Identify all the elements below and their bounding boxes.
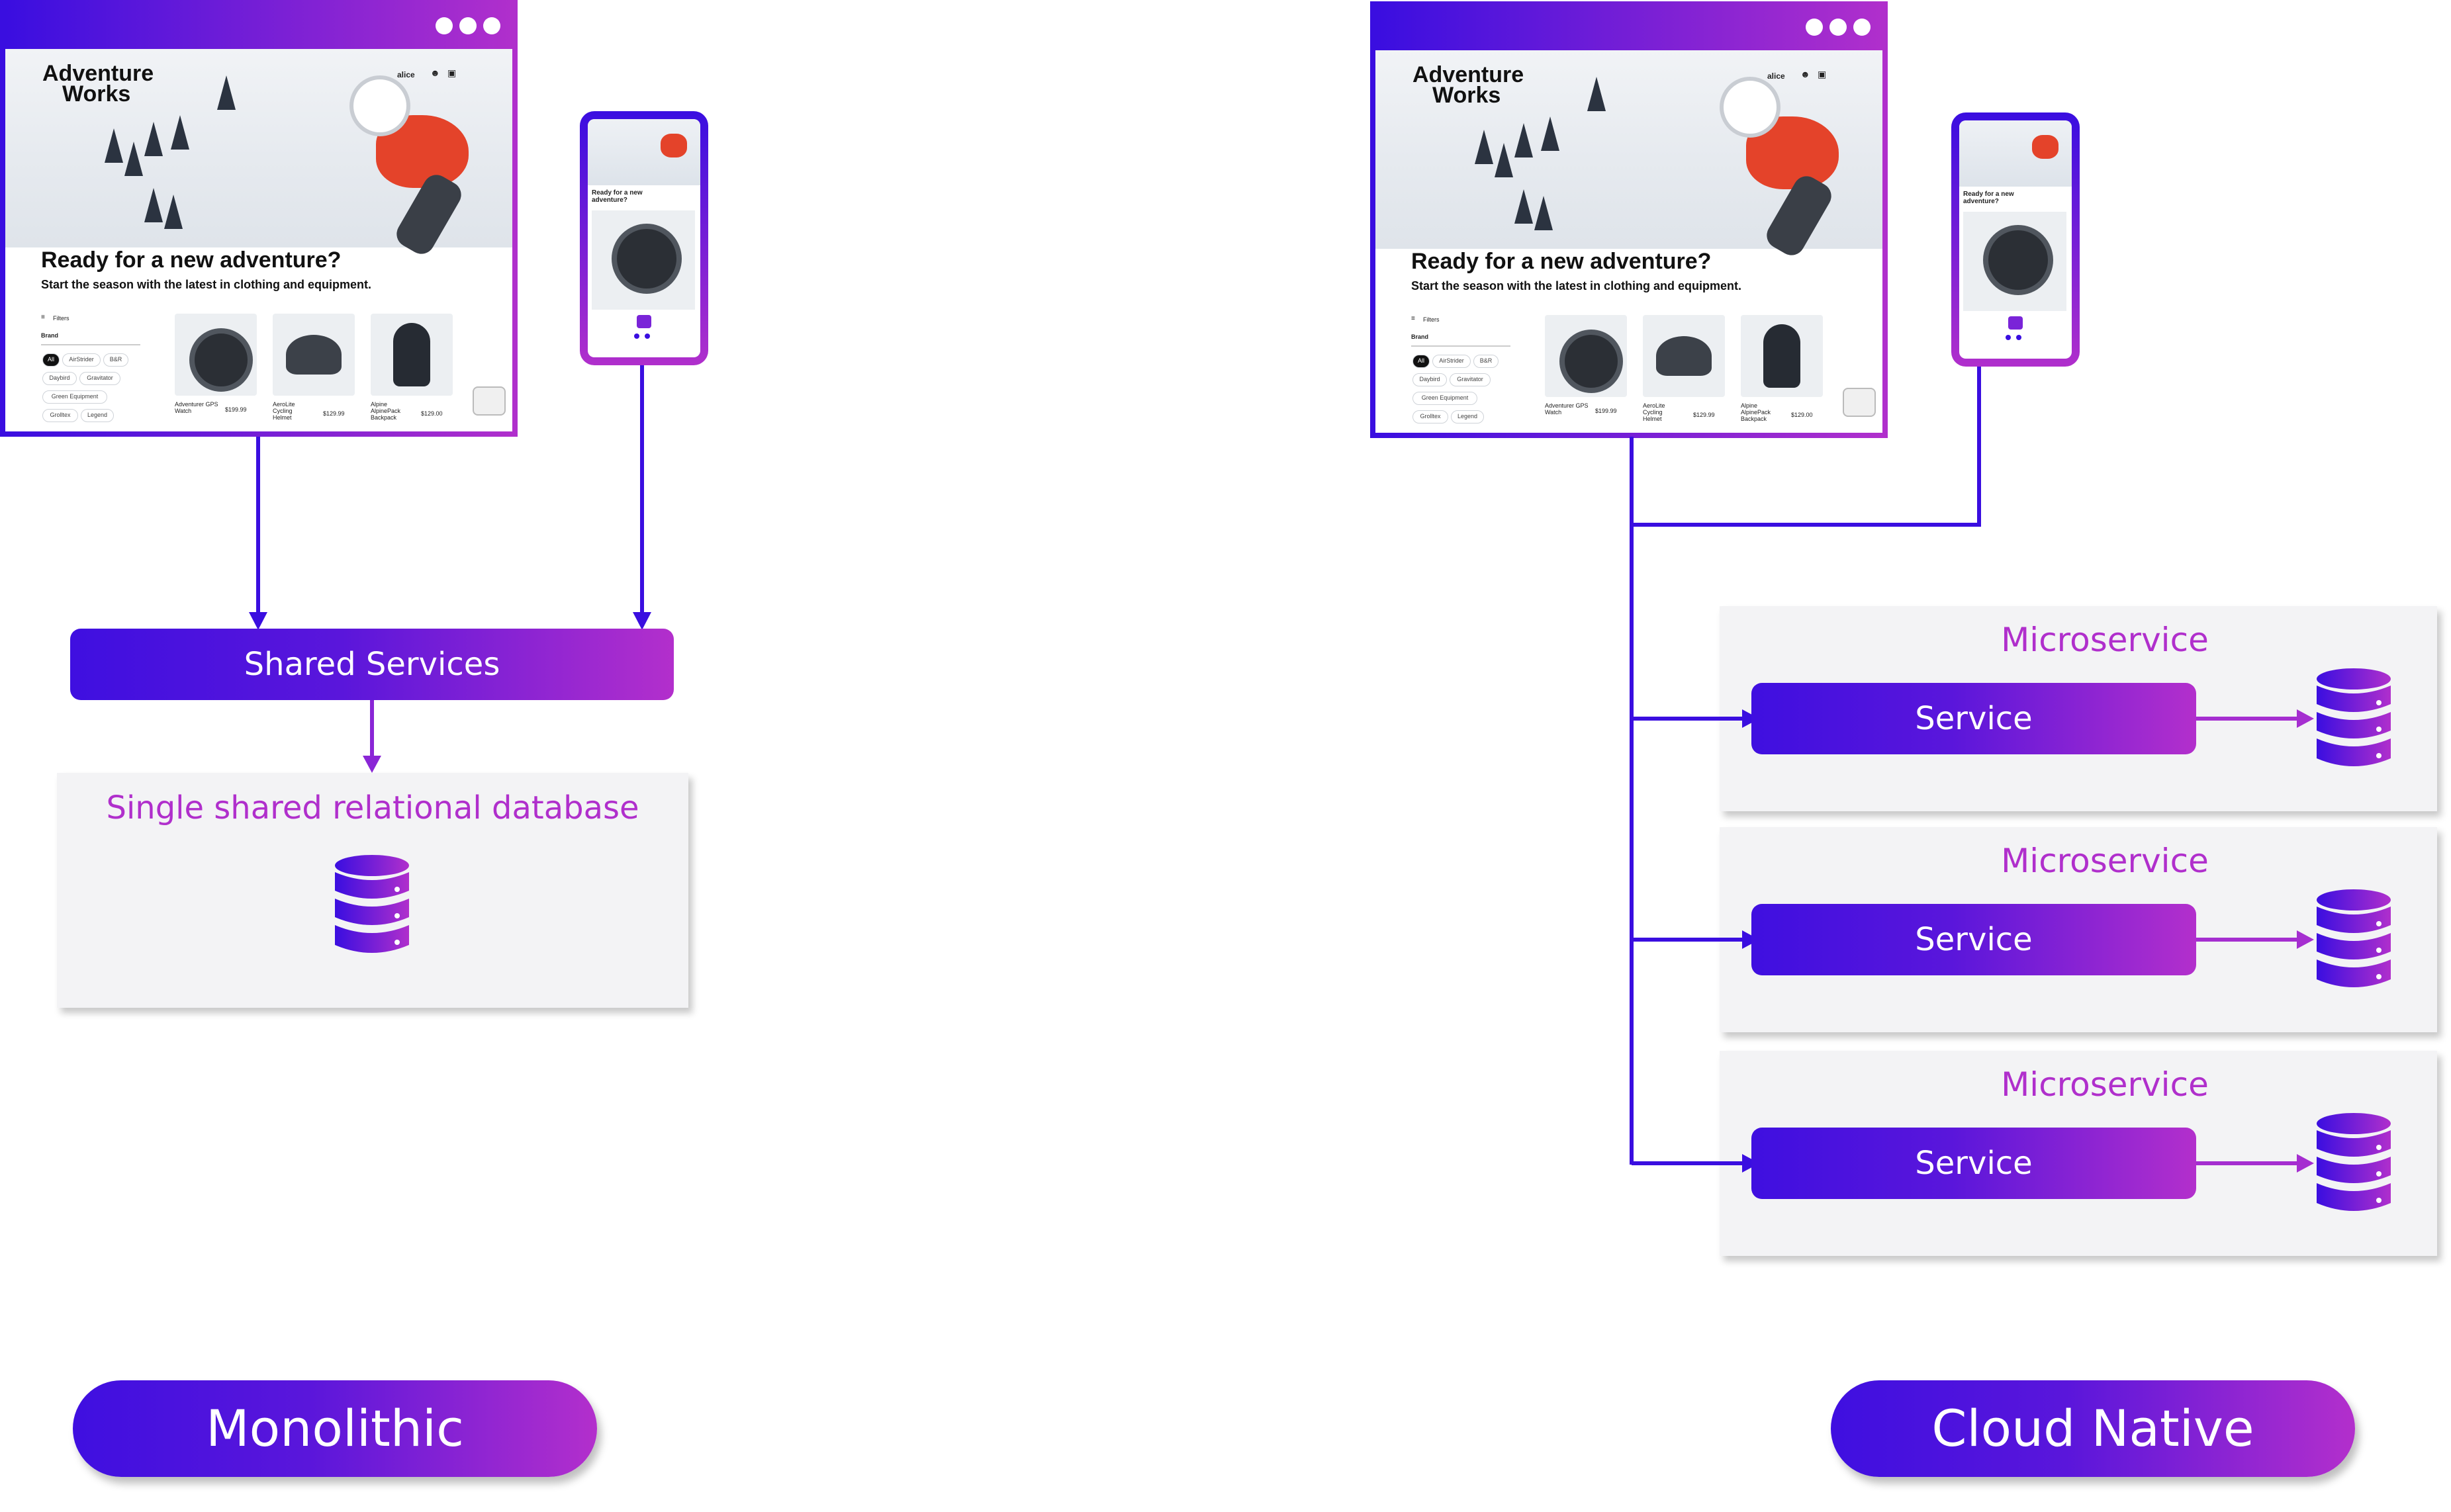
chat-icon[interactable] bbox=[1843, 388, 1876, 417]
filters-label: Filters bbox=[53, 315, 69, 322]
hero-subheadline: Start the season with the latest in clot… bbox=[41, 278, 372, 291]
database-icon bbox=[2314, 887, 2393, 993]
brand-logo[interactable]: Adventure Works bbox=[42, 61, 154, 107]
desktop-mockup-cloud-native: Adventure Works alice ☻ ▣ Ready for a ne… bbox=[1370, 1, 1888, 438]
service-bar: Service bbox=[1751, 1128, 2196, 1199]
user-name[interactable]: alice bbox=[1767, 71, 1785, 81]
product-name: Adventurer GPS Watch bbox=[1545, 402, 1589, 416]
brand-label: Brand bbox=[41, 332, 59, 339]
product-price: $199.99 bbox=[1595, 408, 1617, 414]
brand-chip[interactable]: All bbox=[42, 353, 60, 367]
product-price: $129.99 bbox=[323, 410, 345, 417]
product-price: $129.00 bbox=[1791, 412, 1813, 418]
product-price: $199.99 bbox=[225, 406, 247, 413]
brand-chip[interactable]: Green Equipment bbox=[1412, 392, 1477, 405]
user-name[interactable]: alice bbox=[397, 70, 415, 79]
cloud-native-connectors bbox=[1630, 367, 2314, 1173]
microservice-label: Microservice bbox=[2001, 842, 2209, 880]
desktop-connector bbox=[1630, 437, 1634, 443]
microservice-label: Microservice bbox=[2001, 1065, 2209, 1104]
desktop-mockup-monolithic: Adventure Works alice ☻ ▣ Ready for a ne… bbox=[0, 0, 518, 437]
database-icon bbox=[2314, 666, 2393, 772]
cart-icon[interactable]: ▣ bbox=[447, 67, 457, 78]
storefront-page: Adventure Works alice ☻ ▣ Ready for a ne… bbox=[1375, 50, 1882, 433]
shared-services-bar: Shared Services bbox=[70, 629, 674, 700]
window-dots-icon bbox=[436, 17, 500, 34]
database-icon bbox=[332, 852, 412, 958]
shared-database-panel: Single shared relational database bbox=[57, 773, 688, 1008]
brand-label: Brand bbox=[1411, 334, 1429, 340]
database-label: Single shared relational database bbox=[106, 789, 639, 826]
product-card[interactable] bbox=[371, 314, 453, 396]
brand-chip[interactable]: Grolltex bbox=[42, 409, 78, 422]
filter-icon[interactable]: ≡ bbox=[41, 314, 45, 321]
brand-chip[interactable]: Grolltex bbox=[1412, 410, 1448, 423]
filter-icon[interactable]: ≡ bbox=[1411, 315, 1415, 322]
product-name: Alpine AlpinePack Backpack bbox=[1741, 402, 1771, 422]
product-card[interactable] bbox=[273, 314, 355, 396]
monolithic-connectors bbox=[249, 365, 651, 773]
hero-headline: Ready for a new adventure? bbox=[41, 247, 342, 273]
brand-chip[interactable]: Gravitator bbox=[79, 372, 120, 385]
hero-subheadline: Start the season with the latest in clot… bbox=[1411, 279, 1742, 292]
cloud-native-label: Cloud Native bbox=[1831, 1380, 2355, 1477]
hero-headline: Ready for a new adventure? bbox=[1411, 249, 1712, 274]
filters-label: Filters bbox=[1423, 316, 1440, 323]
product-card[interactable] bbox=[1545, 315, 1627, 397]
product-card[interactable] bbox=[1643, 315, 1725, 397]
phone-mockup-cloud-native: Ready for a new adventure? bbox=[1951, 112, 2080, 367]
window-dots-icon bbox=[1806, 19, 1871, 36]
hero-image bbox=[1375, 50, 1882, 260]
brand-chip[interactable]: Legend bbox=[1451, 410, 1484, 423]
brand-chip[interactable]: B&R bbox=[1473, 355, 1499, 368]
service-bar: Service bbox=[1751, 904, 2196, 975]
brand-chip[interactable]: AirStrider bbox=[1432, 355, 1471, 368]
database-icon bbox=[2314, 1110, 2393, 1216]
product-name: Alpine AlpinePack Backpack bbox=[371, 401, 401, 421]
hero-image bbox=[5, 49, 512, 259]
user-icon[interactable]: ☻ bbox=[430, 67, 440, 78]
brand-chip[interactable]: AirStrider bbox=[62, 353, 101, 367]
cart-icon[interactable]: ▣ bbox=[1818, 69, 1827, 79]
monolithic-label: Monolithic bbox=[73, 1380, 597, 1477]
brand-chip[interactable]: Legend bbox=[81, 409, 114, 422]
storefront-page: Adventure Works alice ☻ ▣ Ready for a ne… bbox=[5, 49, 512, 431]
brand-chip[interactable]: All bbox=[1412, 355, 1430, 368]
service-bar: Service bbox=[1751, 683, 2196, 754]
product-card[interactable] bbox=[175, 314, 257, 396]
brand-chip[interactable]: B&R bbox=[103, 353, 128, 367]
microservice-label: Microservice bbox=[2001, 621, 2209, 659]
phone-headline: Ready for a new adventure? bbox=[1963, 191, 2014, 205]
window-titlebar bbox=[5, 5, 512, 49]
brand-chip[interactable]: Green Equipment bbox=[42, 390, 107, 404]
brand-chip[interactable]: Gravitator bbox=[1450, 373, 1491, 386]
product-card[interactable] bbox=[1741, 315, 1823, 397]
window-titlebar bbox=[1375, 7, 1882, 50]
chat-icon[interactable] bbox=[473, 386, 506, 416]
brand-logo[interactable]: Adventure Works bbox=[1412, 62, 1524, 108]
phone-mockup-monolithic: Ready for a new adventure? bbox=[580, 111, 708, 365]
user-icon[interactable]: ☻ bbox=[1800, 69, 1810, 79]
product-name: AeroLite Cycling Helmet bbox=[1643, 402, 1665, 422]
brand-chip[interactable]: Daybird bbox=[1412, 373, 1447, 386]
product-name: AeroLite Cycling Helmet bbox=[273, 401, 295, 421]
product-price: $129.00 bbox=[421, 410, 443, 417]
brand-chip[interactable]: Daybird bbox=[42, 372, 77, 385]
phone-headline: Ready for a new adventure? bbox=[592, 189, 643, 204]
product-price: $129.99 bbox=[1693, 412, 1715, 418]
product-name: Adventurer GPS Watch bbox=[175, 401, 218, 414]
